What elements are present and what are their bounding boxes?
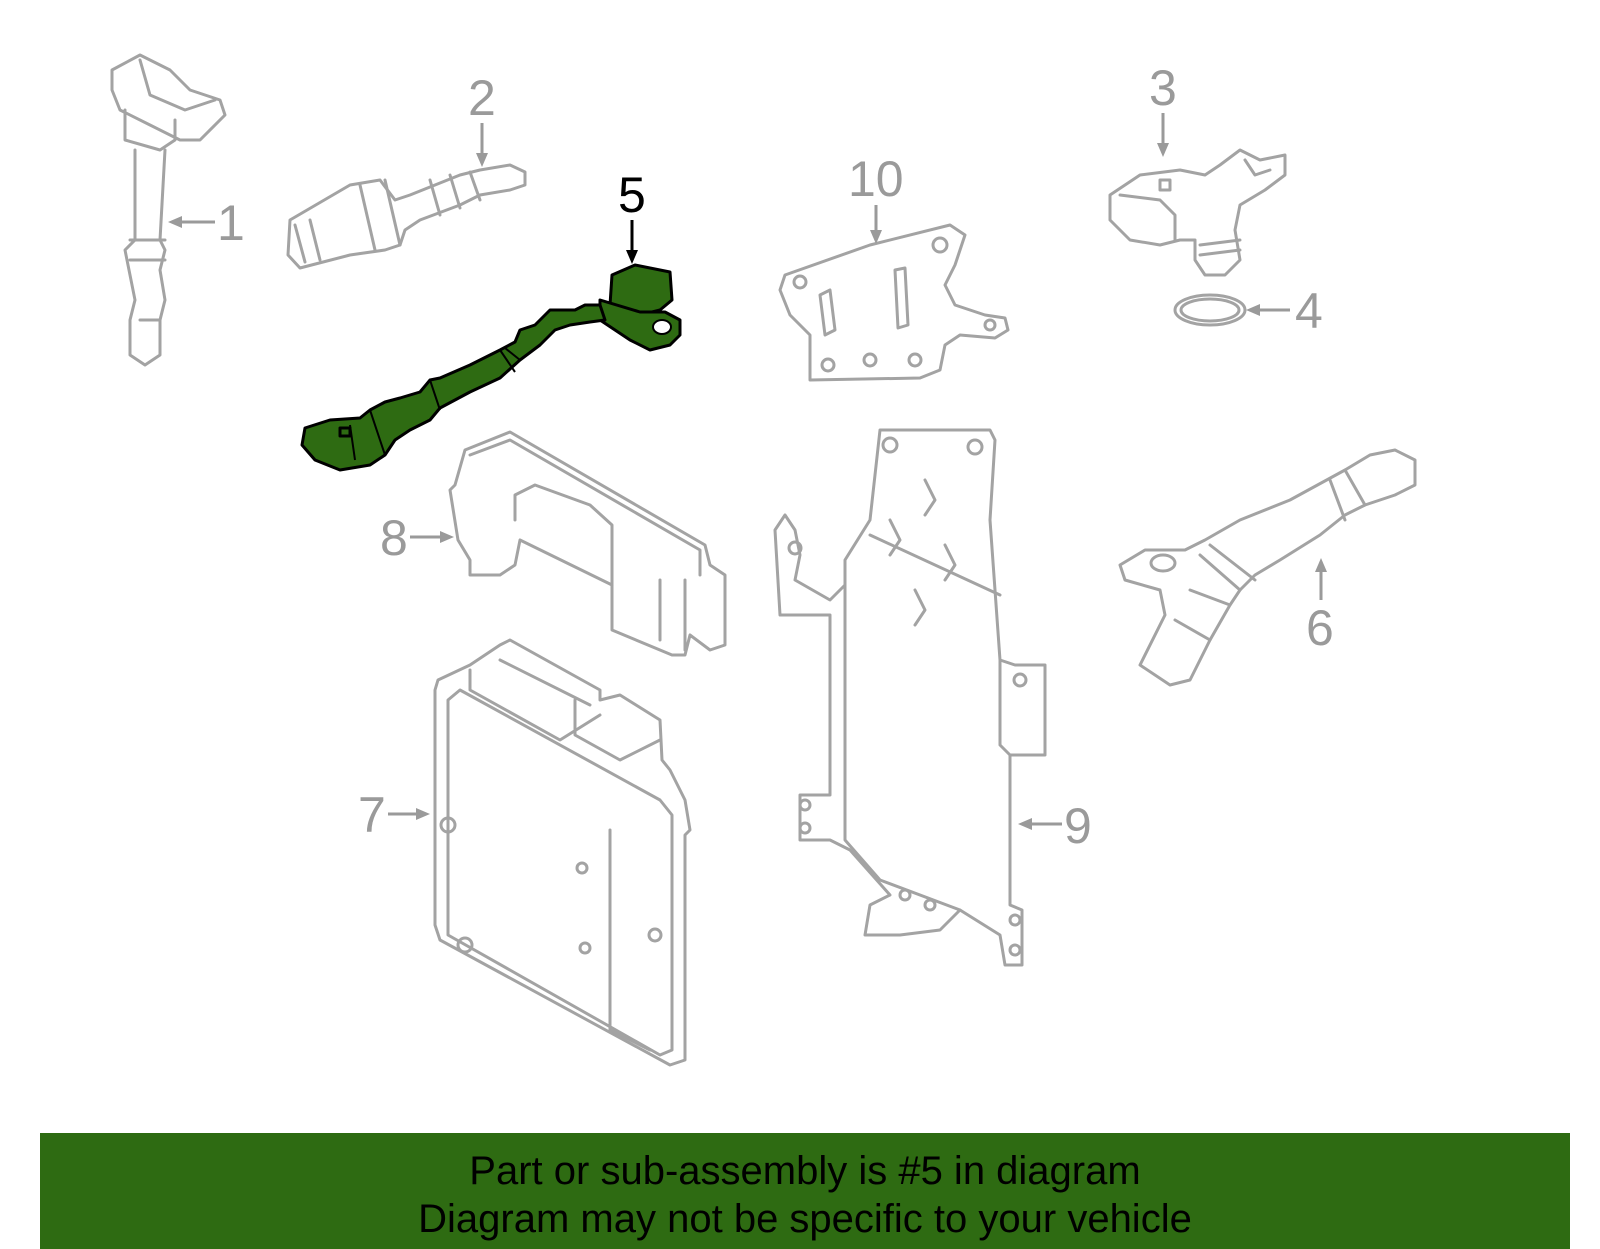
- banner-disclaimer: Diagram may not be specific to your vehi…: [418, 1197, 1192, 1241]
- part-4-o-ring[interactable]: [1173, 293, 1247, 327]
- callout-1: 1: [168, 195, 245, 251]
- part-7-engine-control-module[interactable]: [433, 638, 692, 1067]
- callout-7-label: 7: [358, 787, 386, 843]
- callout-9-label: 9: [1064, 798, 1092, 854]
- banner-part-info: Part or sub-assembly is #5 in diagram: [469, 1149, 1141, 1193]
- callout-10: 10: [848, 151, 904, 244]
- callout-4: 4: [1246, 283, 1323, 339]
- part-6-crankshaft-sensor[interactable]: [1118, 448, 1417, 687]
- callout-4-label: 4: [1295, 283, 1323, 339]
- callout-2: 2: [468, 70, 496, 167]
- info-banner: Part or sub-assembly is #5 in diagram Di…: [40, 1133, 1570, 1249]
- part-1-ignition-coil[interactable]: [110, 53, 227, 367]
- callout-7: 7: [358, 787, 430, 843]
- callout-5: 5: [618, 167, 646, 264]
- callout-3: 3: [1149, 60, 1177, 157]
- part-10-sensor-bracket[interactable]: [778, 223, 1010, 382]
- callout-8: 8: [380, 510, 454, 566]
- callout-2-label: 2: [468, 70, 496, 126]
- part-8-module-cover[interactable]: [448, 430, 727, 657]
- callout-6: 6: [1306, 558, 1334, 656]
- callout-5-label: 5: [618, 167, 646, 223]
- callout-1-label: 1: [217, 195, 245, 251]
- part-5-knock-sensor[interactable]: [300, 263, 682, 472]
- callout-3-label: 3: [1149, 60, 1177, 116]
- parts-diagram: 1 2 3 4 5 6 7 8 9 10: [110, 53, 1417, 1067]
- callout-10-label: 10: [848, 151, 904, 207]
- part-2-spark-plug[interactable]: [286, 163, 527, 270]
- part-3-camshaft-sensor[interactable]: [1108, 148, 1287, 277]
- callout-9: 9: [1018, 798, 1092, 854]
- part-9-mounting-bracket[interactable]: [773, 428, 1047, 967]
- callout-6-label: 6: [1306, 600, 1334, 656]
- callout-8-label: 8: [380, 510, 408, 566]
